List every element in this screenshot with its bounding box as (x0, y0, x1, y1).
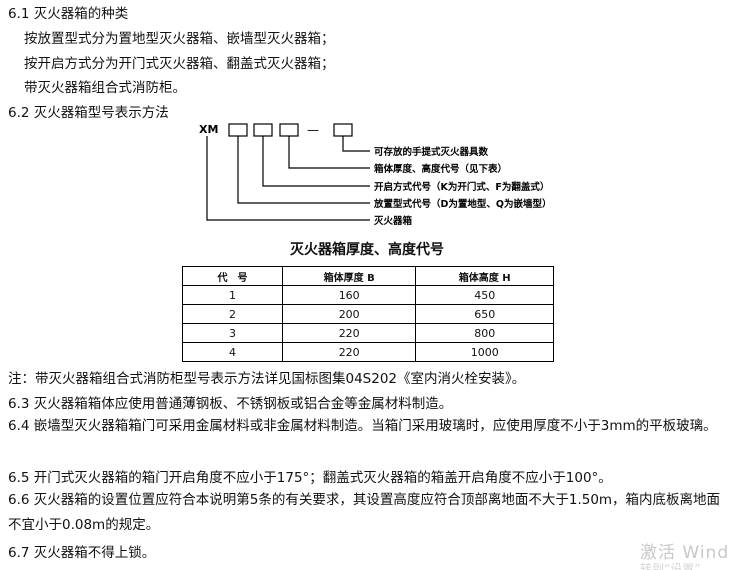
cell-thickness: 200 (281, 304, 417, 324)
section-6-1-item-opening: 按开启方式分为开门式灭火器箱、翻盖式灭火器箱； (24, 56, 335, 72)
section-6-1-item-placement: 按放置型式分为置地型灭火器箱、嵌墙型灭火器箱； (24, 31, 335, 47)
model-code-diagram: XM — 可存放的手提式灭火器具数 箱体厚度、高度代号（见下表） 开启方式代号（… (199, 123, 551, 227)
activation-watermark: 激活 Wind (640, 543, 730, 563)
cell-code: 1 (182, 285, 283, 305)
code-box-placement (228, 123, 248, 137)
label-quantity: 可存放的手提式灭火器具数 (374, 146, 489, 158)
code-box-opening (253, 123, 273, 137)
cell-height: 1000 (415, 342, 554, 362)
table-row: 3 220 800 (182, 323, 554, 343)
activation-watermark-sub: 转到“设置” (640, 562, 701, 570)
section-6-6: 6.6 灭火器箱的设置位置应符合本说明第5条的有关要求，其设置高度应符合顶部离地… (8, 492, 721, 533)
table-row: 2 200 650 (182, 304, 554, 324)
table-header-row: 代 号 箱体厚度 B 箱体高度 H (182, 266, 554, 286)
table-title: 灭火器箱厚度、高度代号 (290, 242, 444, 258)
section-6-5: 6.5 开门式灭火器箱的箱门开启角度不应小于175°；翻盖式灭火器箱的箱盖开启角… (8, 470, 612, 486)
cell-height: 800 (415, 323, 554, 343)
section-6-1-item-cabinet: 带灭火器箱组合式消防柜。 (24, 80, 186, 96)
label-cabinet: 灭火器箱 (373, 215, 413, 227)
cell-code: 2 (182, 304, 283, 324)
section-6-1-title: 6.1 灭火器箱的种类 (8, 6, 129, 22)
section-6-7: 6.7 灭火器箱不得上锁。 (8, 545, 156, 561)
table-row: 4 220 1000 (182, 342, 554, 362)
note-cabinet-model: 注：带灭火器箱组合式消防柜型号表示方法详见国标图集04S202《室内消火栓安装》… (8, 371, 526, 387)
section-6-4: 6.4 嵌墙型灭火器箱箱门可采用金属材料或非金属材料制造。当箱门采用玻璃时，应使… (8, 418, 717, 434)
cell-thickness: 160 (281, 285, 417, 305)
cell-code: 3 (182, 323, 283, 343)
label-size-code: 箱体厚度、高度代号（见下表） (373, 163, 507, 175)
header-thickness: 箱体厚度 B (281, 266, 417, 286)
cell-height: 450 (415, 285, 554, 305)
section-6-3: 6.3 灭火器箱箱体应使用普通薄钢板、不锈钢板或铝合金等金属材料制造。 (8, 396, 453, 412)
model-prefix: XM (199, 123, 218, 136)
label-placement-code: 放置型式代号（D为置地型、Q为嵌墙型） (373, 198, 551, 210)
cell-code: 4 (182, 342, 283, 362)
label-opening-code: 开启方式代号（K为开门式、F为翻盖式） (374, 181, 549, 193)
cell-height: 650 (415, 304, 554, 324)
cell-thickness: 220 (281, 323, 417, 343)
model-dash: — (307, 123, 319, 137)
section-6-2-title: 6.2 灭火器箱型号表示方法 (8, 105, 169, 121)
cell-thickness: 220 (281, 342, 417, 362)
size-code-table: 代 号 箱体厚度 B 箱体高度 H 1 160 450 2 200 650 3 … (182, 266, 554, 362)
header-code: 代 号 (182, 266, 283, 286)
table-row: 1 160 450 (182, 285, 554, 305)
code-box-quantity (333, 123, 353, 137)
code-box-size (279, 123, 299, 137)
header-height: 箱体高度 H (415, 266, 554, 286)
